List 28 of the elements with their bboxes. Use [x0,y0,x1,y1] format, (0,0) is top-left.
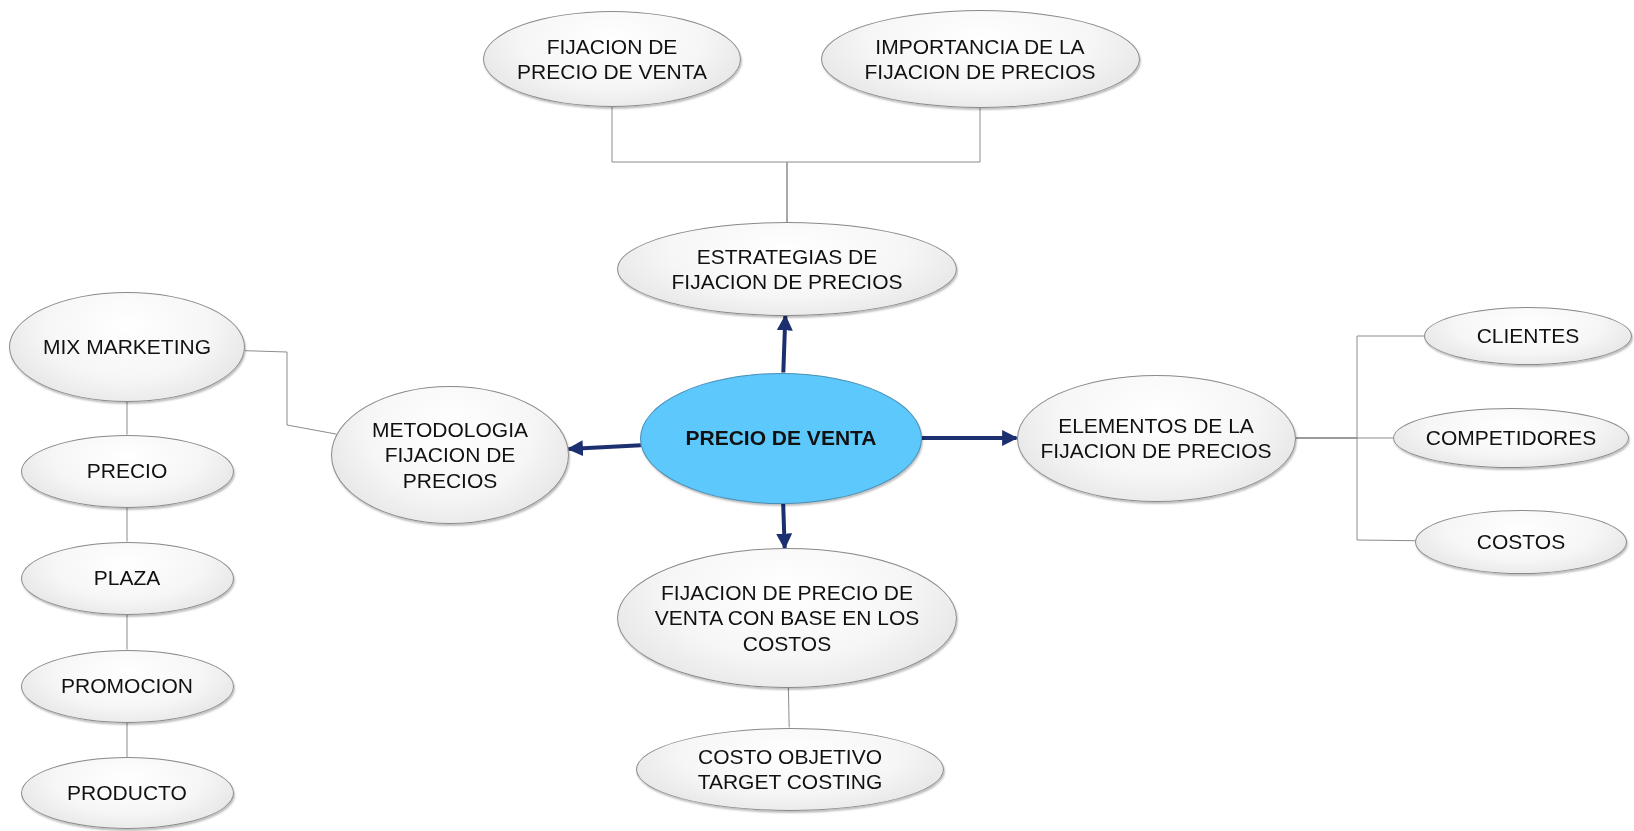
connector-line [126,614,128,650]
arrow [922,430,1019,446]
node-label: FIJACION DE PRECIO DE VENTA [516,33,708,85]
node-label: ESTRATEGIAS DE FIJACION DE PRECIOS [670,243,904,295]
node-label: PRECIO [85,458,169,484]
node-label: METODOLOGIA FIJACION DE PRECIOS [371,417,529,493]
node-label: PROMOCION [60,673,194,699]
node-label: PRECIO DE VENTA [684,425,878,451]
connector-line [244,350,338,435]
node-label: COMPETIDORES [1424,425,1598,451]
node-label: COSTO OBJETIVO TARGET COSTING [696,743,884,795]
node-label: IMPORTANCIA DE LA FIJACION DE PRECIOS [863,33,1097,85]
connector-line [786,107,981,223]
node-label: MIX MARKETING [42,334,212,360]
arrow [776,314,793,373]
arrow [566,440,641,457]
connector-line [1295,437,1416,542]
node-label: FIJACION DE PRECIO DE VENTA CON BASE EN LOS COSTOS [653,580,921,656]
connector-line [787,687,790,728]
connector-line [126,401,128,435]
node-label: ELEMENTOS DE LA FIJACION DE PRECIOS [1039,412,1273,464]
node-label: COSTOS [1475,529,1567,555]
node-label: PRODUCTO [66,780,188,806]
node-label: CLIENTES [1475,323,1581,349]
node-label: PLAZA [92,565,162,591]
connector-line [126,507,128,542]
connector-line [126,722,128,758]
arrow [776,503,793,550]
